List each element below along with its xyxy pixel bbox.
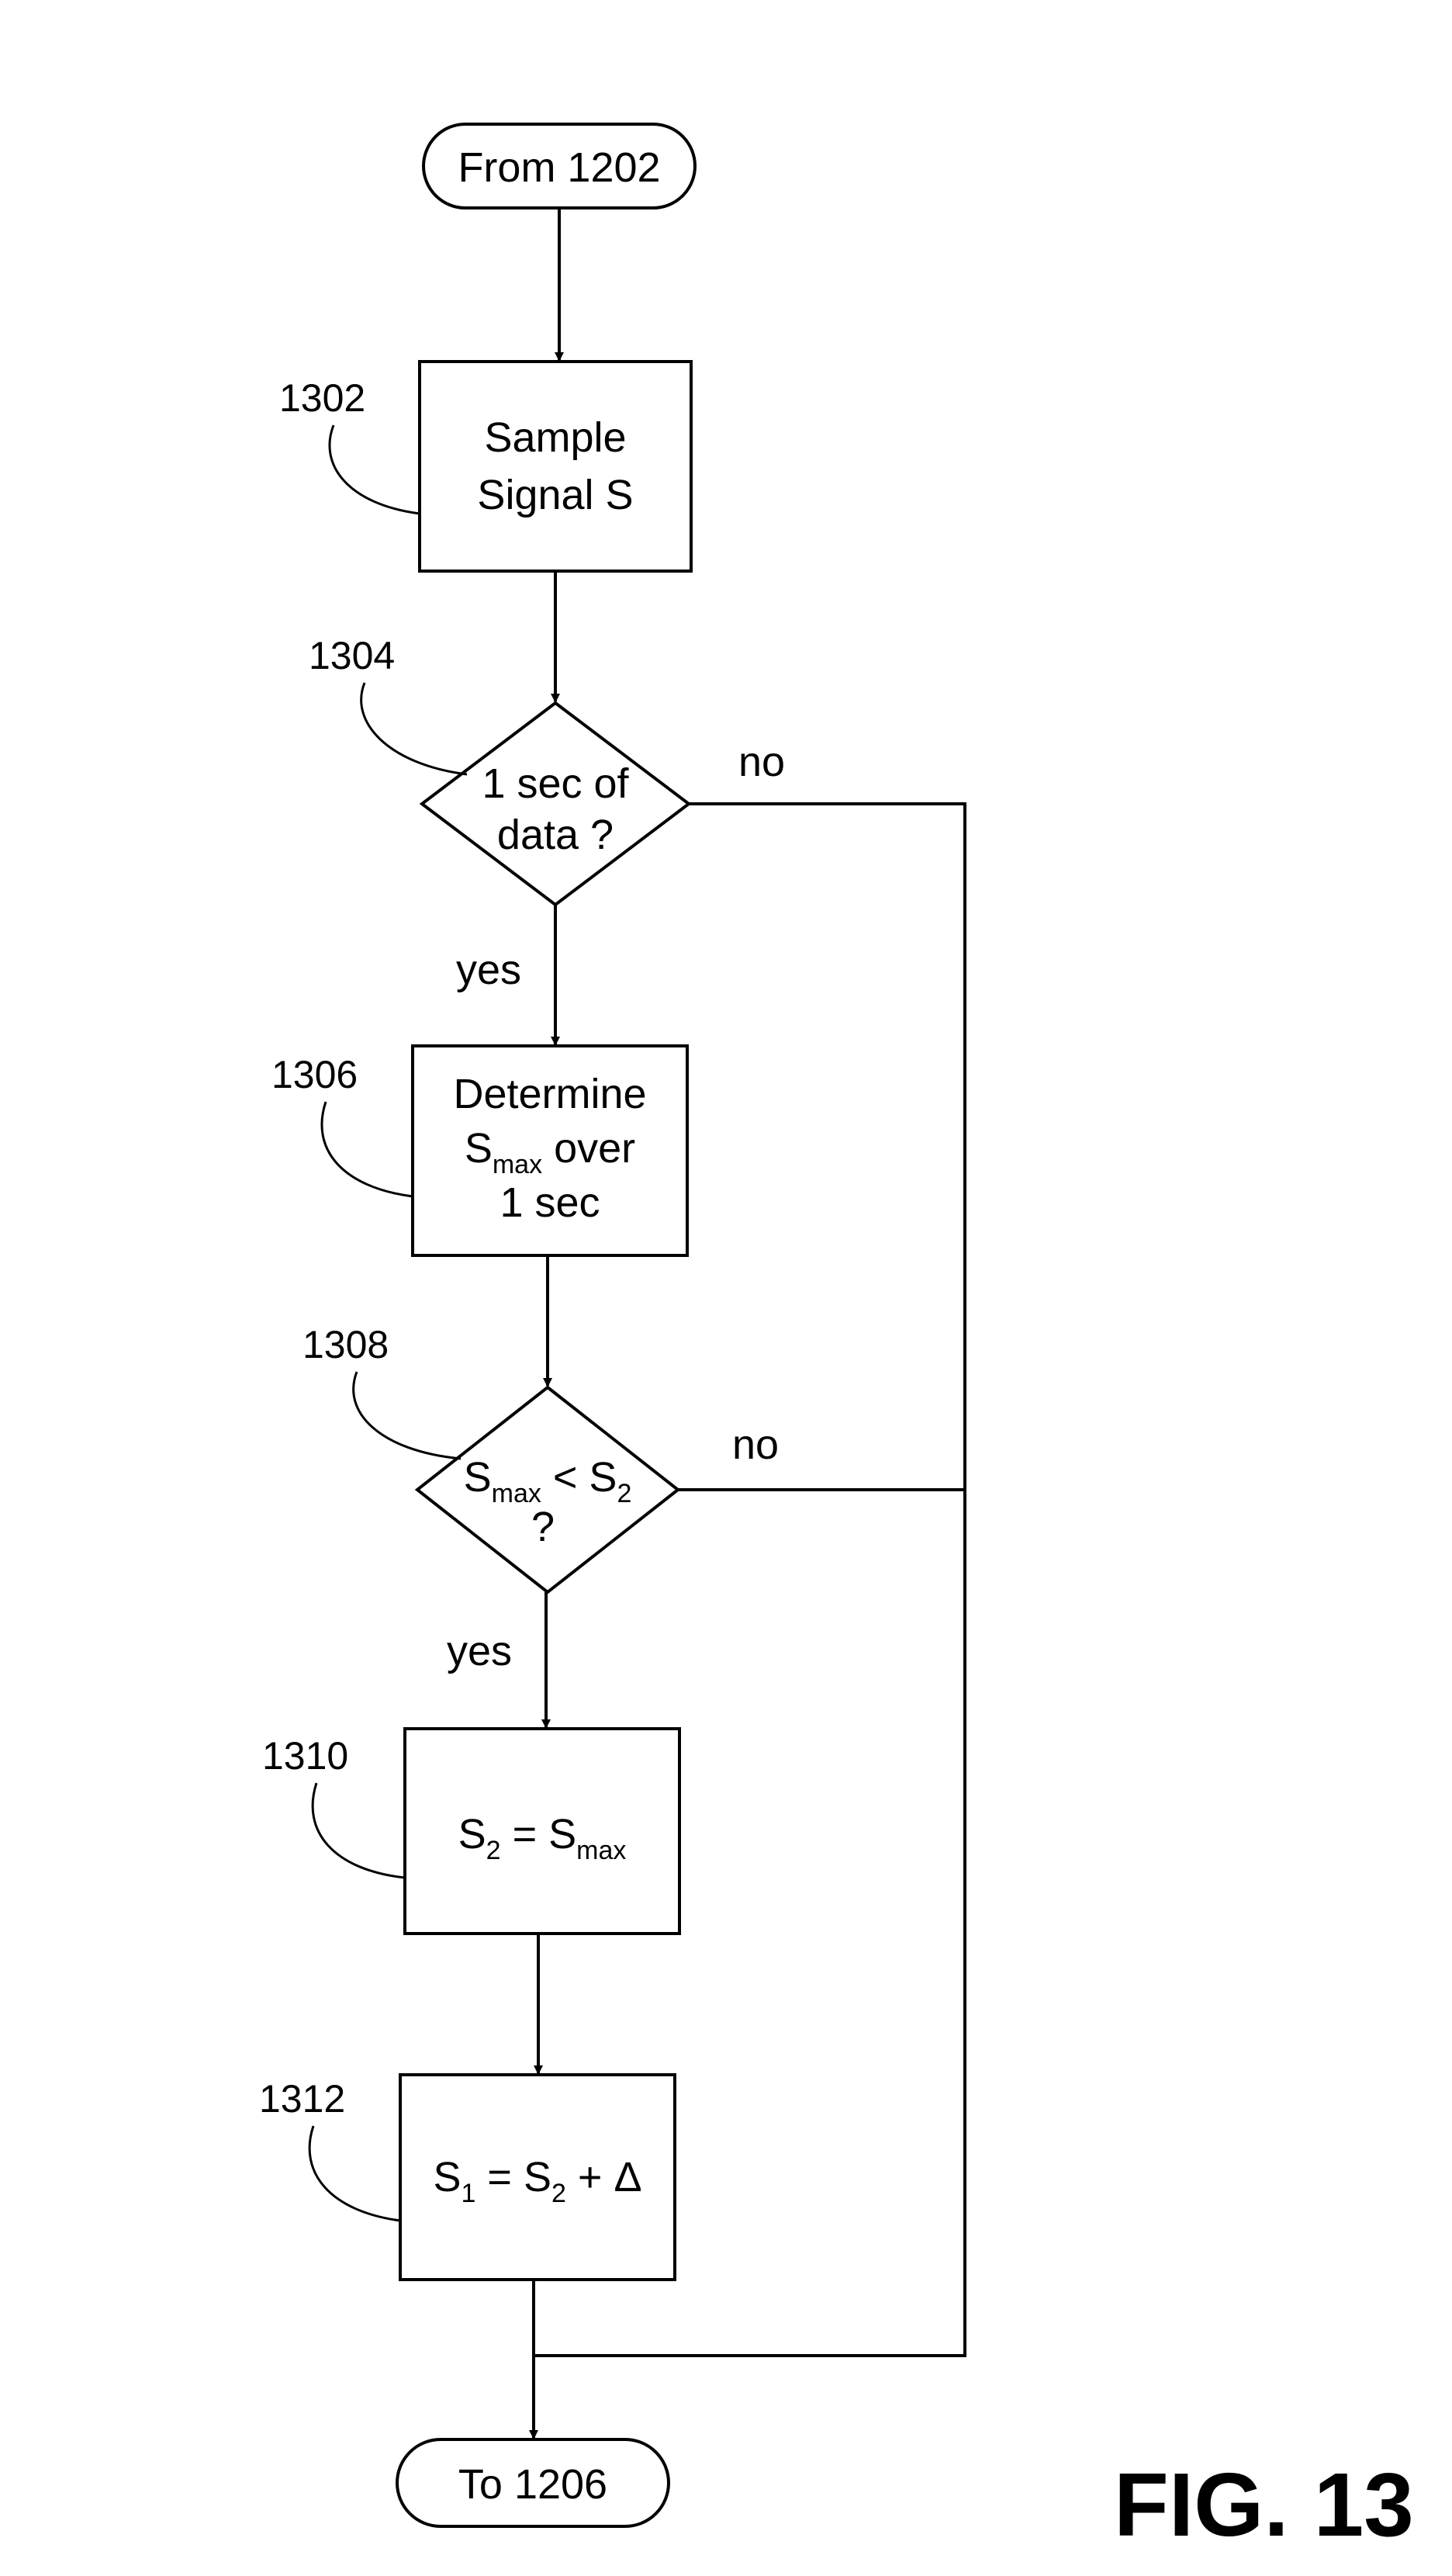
- yes-label-1308: yes: [447, 1628, 512, 1674]
- leader-1304: [361, 683, 467, 774]
- step-1302-line1: Sample: [484, 414, 626, 461]
- decision-1308-line1: Smax < S2: [464, 1454, 632, 1508]
- decision-1304-line1: 1 sec of: [482, 760, 629, 807]
- step-1310-box: S2 = Smax: [405, 1729, 679, 1934]
- no-path-1304: [689, 804, 965, 1490]
- figure-label: FIG. 13: [1114, 2454, 1414, 2555]
- no-label-1308: no: [732, 1421, 779, 1468]
- ref-1306: 1306: [271, 1053, 358, 1096]
- end-terminal: To 1206: [397, 2439, 669, 2526]
- step-1302-box: Sample Signal S: [420, 362, 691, 571]
- no-label-1304: no: [738, 739, 785, 785]
- decision-1304-line2: data ?: [497, 812, 614, 858]
- ref-1308: 1308: [302, 1323, 389, 1366]
- step-1306-line3: 1 sec: [500, 1179, 600, 1226]
- decision-1308-line2: ?: [531, 1504, 555, 1550]
- step-1306-line1: Determine: [453, 1071, 646, 1117]
- leader-1310: [313, 1783, 405, 1878]
- leader-1308: [354, 1372, 461, 1459]
- step-1306-box: Determine Smax over 1 sec: [413, 1046, 687, 1255]
- start-terminal: From 1202: [424, 124, 695, 208]
- step-1306-line2: Smax over: [465, 1125, 635, 1179]
- ref-1302: 1302: [279, 376, 365, 420]
- ref-1310: 1310: [262, 1734, 348, 1778]
- start-terminal-label: From 1202: [458, 144, 660, 191]
- decision-1304: 1 sec of data ?: [422, 703, 689, 905]
- end-terminal-label: To 1206: [458, 2461, 607, 2508]
- ref-1312: 1312: [259, 2077, 345, 2121]
- yes-label-1304: yes: [456, 947, 521, 993]
- step-1302-line2: Signal S: [477, 472, 633, 518]
- ref-1304: 1304: [309, 634, 395, 677]
- leader-1312: [309, 2126, 400, 2221]
- leader-1306: [322, 1102, 413, 1196]
- leader-1302: [330, 425, 420, 514]
- decision-1308: Smax < S2 ?: [417, 1387, 678, 1592]
- step-1312-box: S1 = S2 + Δ: [400, 2075, 675, 2280]
